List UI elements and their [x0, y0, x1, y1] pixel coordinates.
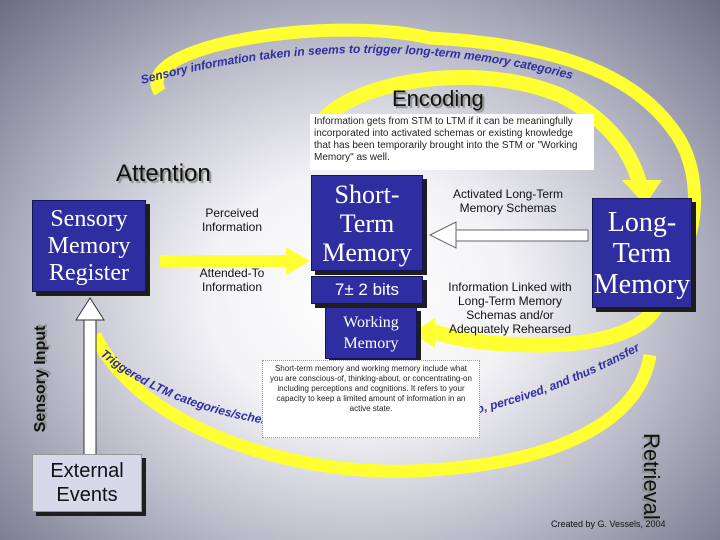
sensory-to-stm-arrowhead: [286, 247, 310, 275]
encoding-note: Information gets from STM to LTM if it c…: [310, 114, 594, 170]
credit-text: Created by G. Vessels, 2004: [551, 519, 666, 529]
attention-label: Attention: [116, 160, 211, 187]
loop-arrow-bottom: [89, 332, 657, 478]
sensory-input-arrowhead: [75, 297, 105, 321]
encoding-arrowhead: [622, 180, 662, 205]
long-term-memory-box: Long-Term Memory: [592, 198, 692, 308]
capacity-box: 7± 2 bits: [311, 276, 423, 304]
attended-information-label: Attended-To Information: [199, 266, 265, 294]
external-events-label: External Events: [50, 460, 124, 506]
loop-arrow-top: [150, 23, 702, 243]
retrieval-arrow: [427, 289, 668, 353]
ltm-title: Long-Term Memory: [593, 206, 691, 300]
perceived-information-label: Perceived Information: [201, 206, 263, 234]
sensory-to-stm-shaft: [160, 255, 286, 267]
sensory-input-shaft: [83, 317, 97, 459]
schemas-arrow-shaft: [455, 229, 589, 242]
retrieval-arrowhead: [412, 318, 435, 348]
working-memory-box: Working Memory: [325, 307, 417, 359]
sensory-memory-register: Sensory Memory Register: [32, 200, 146, 292]
external-events-box: External Events: [32, 454, 142, 512]
encoding-arrow: [310, 69, 648, 188]
information-linked-label: Information Linked with Long-Term Memory…: [448, 280, 572, 336]
schemas-arrowhead: [428, 221, 457, 249]
capacity-value: 7± 2 bits: [334, 280, 400, 299]
stm-note: Short-term memory and working memory inc…: [262, 360, 480, 438]
working-memory-label: Working Memory: [343, 314, 399, 352]
activated-schemas-label: Activated Long-Term Memory Schemas: [452, 187, 564, 215]
sensory-register-label: Sensory Memory Register: [47, 205, 131, 286]
stm-title: Short-Term Memory: [322, 179, 412, 267]
sensory-input-label: Sensory Input: [32, 325, 49, 433]
retrieval-label: Retrieval: [639, 433, 664, 520]
short-term-memory-box: Short-Term Memory: [311, 175, 423, 271]
encoding-label: Encoding: [392, 86, 484, 111]
